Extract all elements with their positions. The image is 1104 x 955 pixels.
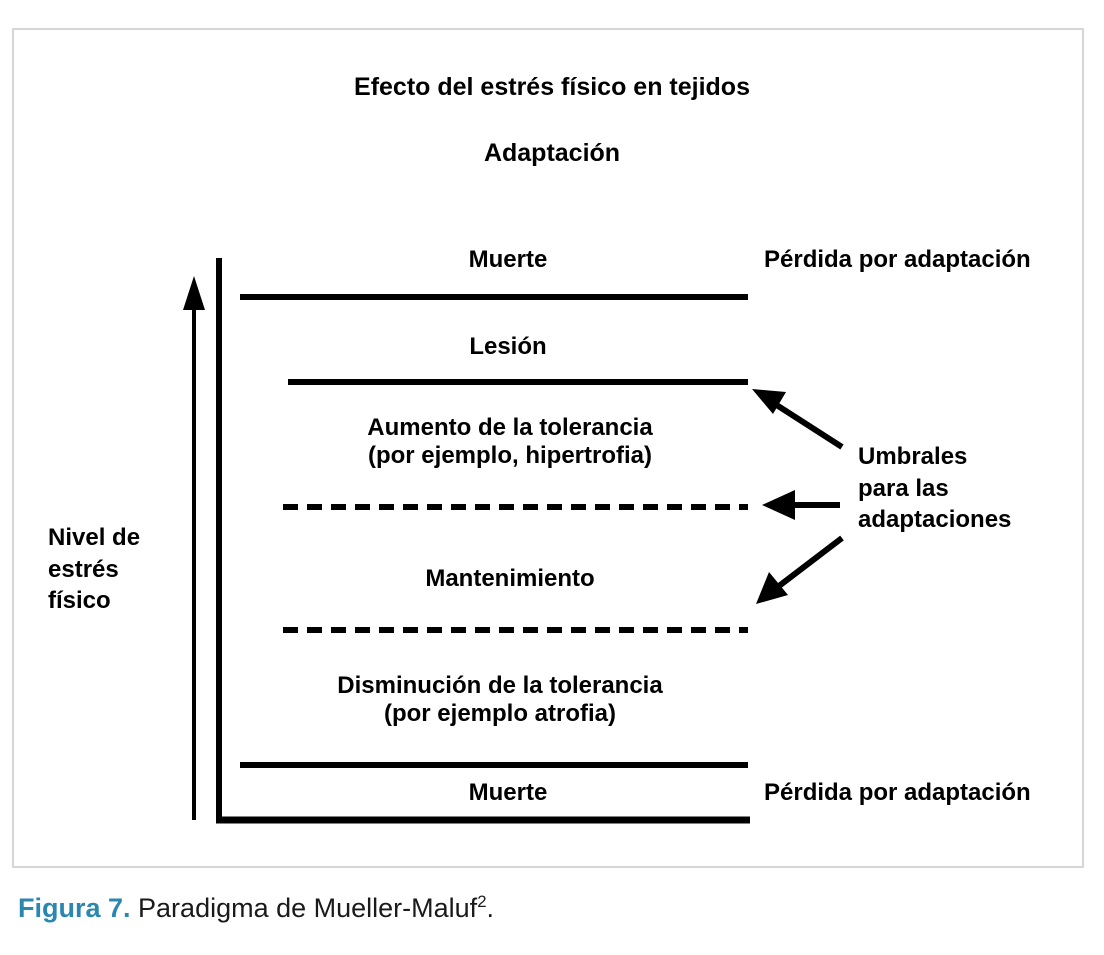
band-label-aumento-tolerancia: Aumento de la tolerancia (por ejemplo, h…	[367, 414, 653, 470]
y-axis-label: Nivel de estrés físico	[48, 524, 141, 615]
annotation-umbrales: Umbrales para las adaptaciones	[858, 443, 1012, 534]
caption-label: Figura 7.	[18, 893, 131, 923]
band-label-mantenimiento: Mantenimiento	[425, 565, 595, 592]
stress-direction-arrow	[183, 276, 205, 820]
side-label-perdida-bottom: Pérdida por adaptación	[764, 779, 1031, 806]
threshold-arrow-middle	[762, 490, 840, 520]
threshold-arrow-upper	[752, 389, 844, 450]
diagram-canvas	[183, 258, 844, 824]
band-label-muerte-bottom: Muerte	[468, 779, 548, 806]
figure-border	[12, 28, 1084, 868]
band-label-disminucion-tolerancia: Disminución de la tolerancia (por ejempl…	[337, 672, 663, 728]
side-label-perdida-top: Pérdida por adaptación	[764, 246, 1031, 273]
chart-title: Efecto del estrés físico en tejidos	[354, 73, 750, 101]
caption-superscript: 2	[477, 892, 487, 911]
threshold-arrow-lower	[756, 535, 844, 604]
caption-text: Paradigma de Mueller-Maluf	[130, 893, 478, 923]
figure-caption: Figura 7. Paradigma de Mueller-Maluf2.	[18, 893, 494, 924]
band-label-muerte-top: Muerte	[468, 246, 548, 273]
caption-terminator: .	[486, 893, 495, 923]
band-label-lesion: Lesión	[469, 333, 547, 360]
chart-subtitle: Adaptación	[483, 139, 621, 167]
